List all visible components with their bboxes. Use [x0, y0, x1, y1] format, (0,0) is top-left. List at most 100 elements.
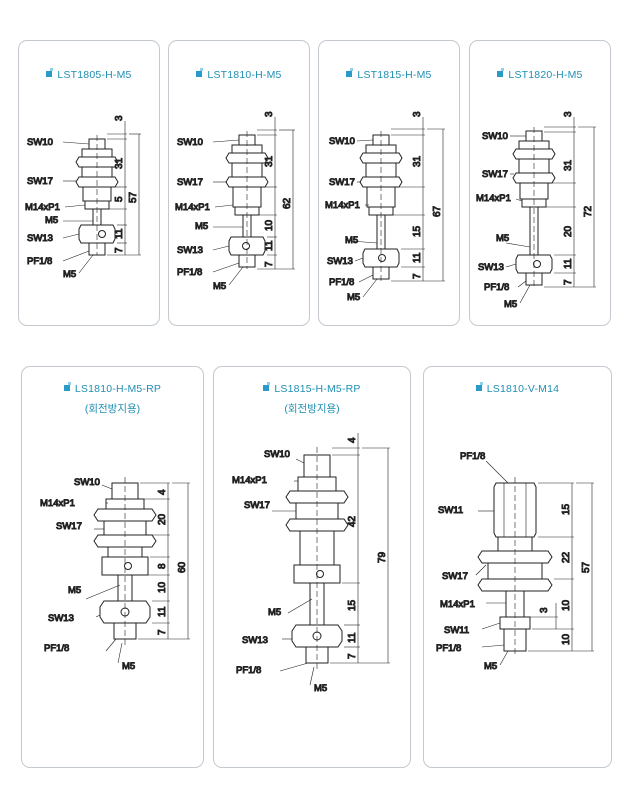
label-sw10: SW10	[264, 449, 290, 460]
dim-d2: 22	[561, 551, 572, 563]
dim-d2: 20	[157, 513, 168, 525]
dim-d2: 31	[264, 155, 275, 167]
label-pf: PF1/8	[329, 277, 354, 288]
product-card-lst1820: LST1820-H-M5 3 31 20 11 7 72	[469, 40, 611, 326]
label-sw10: SW10	[482, 131, 508, 142]
dim-d4: 11	[264, 240, 275, 251]
product-card-ls1810-rp: LS1810-H-M5-RP (회전방지용) 4 20 8 10 11 7 60	[21, 366, 204, 768]
bullet-square-icon	[475, 382, 483, 391]
label-pf: PF1/8	[44, 643, 69, 654]
dim-d5: 7	[347, 653, 358, 659]
label-pf: PF1/8	[236, 665, 261, 676]
drawing-lst1805: 3 31 5 11 7 57 SW10 SW17 M14xP1 M5 SW13 …	[25, 115, 141, 281]
label-sw17: SW17	[56, 521, 82, 532]
drawing-ls1810-v: 15 22 3 10 10 57 PF1/8 SW11 SW17 M14xP1 …	[436, 451, 594, 673]
label-sw17: SW17	[442, 571, 468, 582]
label-pf: PF1/8	[177, 267, 202, 278]
label-m5-top: M5	[68, 585, 81, 596]
label-m5-bottom: M5	[63, 269, 76, 280]
bullet-square-icon	[196, 68, 204, 77]
label-sw17: SW17	[244, 500, 270, 511]
dim-d2: 31	[412, 155, 423, 167]
label-sw17: SW17	[177, 177, 203, 188]
m5-port-hole	[98, 230, 106, 238]
dim-total: 57	[581, 561, 592, 573]
dim-d3: 15	[412, 225, 423, 237]
bullet-square-icon	[63, 382, 71, 391]
label-m14: M14xP1	[476, 193, 511, 204]
dim-d2: 42	[347, 515, 358, 527]
label-m5: M5	[484, 661, 497, 672]
product-card-lst1810: LST1810-H-M5 3 31 10 11 7 62	[168, 40, 310, 326]
dim-d4: 11	[347, 632, 358, 643]
dim-d2: 31	[563, 159, 574, 171]
label-m14: M14xP1	[325, 200, 360, 211]
card-title: LST1810-H-M5	[169, 68, 309, 81]
card-title: LS1815-H-M5-RP	[214, 382, 410, 395]
bullet-square-icon	[46, 68, 54, 77]
card-title: LS1810-V-M14	[424, 382, 611, 395]
sw11-hex-top	[493, 482, 537, 538]
label-m14: M14xP1	[440, 599, 475, 610]
label-m5-bottom: M5	[122, 661, 135, 672]
card-title: LST1820-H-M5	[470, 68, 610, 81]
drawing-lst1815: 3 31 15 11 7 67 SW10 SW17 M14xP1 M5 SW13…	[325, 111, 445, 304]
label-sw11-bottom: SW11	[444, 625, 469, 636]
dim-d1: 3	[264, 111, 275, 117]
dim-d3: 5	[114, 196, 125, 202]
bullet-square-icon	[263, 382, 271, 391]
dim-d5: 11	[157, 606, 168, 617]
dim-d2: 31	[114, 157, 125, 169]
card-subtitle: (회전방지용)	[284, 403, 340, 415]
dim-d1: 4	[157, 489, 168, 495]
label-m5-top: M5	[195, 221, 208, 232]
label-sw10: SW10	[27, 137, 53, 148]
dim-total: 72	[583, 205, 594, 217]
card-subtitle: (회전방지용)	[84, 403, 141, 415]
dim-d1: 4	[347, 437, 358, 443]
label-sw10: SW10	[329, 136, 355, 147]
dim-total: 57	[128, 191, 139, 203]
dim-d4: 10	[561, 599, 572, 611]
label-sw11-top: SW11	[438, 505, 463, 516]
dim-d4: 10	[157, 581, 168, 593]
drawing-lst1820: 3 31 20 11 7 72 SW10 SW17 M14xP1 M5 SW13…	[476, 111, 596, 311]
dim-d3: 15	[347, 599, 358, 611]
dim-d1: 15	[561, 503, 572, 515]
label-pf: PF1/8	[436, 643, 461, 654]
dim-d5: 7	[412, 273, 423, 279]
label-pf: PF1/8	[27, 256, 52, 267]
label-m5-top: M5	[345, 235, 358, 246]
dim-d5: 10	[561, 633, 572, 645]
dim-d1: 3	[412, 111, 423, 117]
dim-d1: 3	[563, 111, 574, 117]
label-pf: PF1/8	[484, 282, 509, 293]
dim-d1: 3	[114, 115, 125, 121]
product-card-ls1815-rp: LS1815-H-M5-RP (회전방지용) 4 42 15 11 7 79	[213, 366, 411, 768]
dim-total: 62	[282, 197, 293, 209]
dim-total: 79	[377, 551, 388, 563]
sw13-block	[78, 224, 116, 244]
label-sw10: SW10	[177, 137, 203, 148]
card-title: LST1815-H-M5	[319, 68, 459, 81]
label-m14: M14xP1	[175, 202, 210, 213]
product-card-ls1810-v: LS1810-V-M14 15 22 3 10 10 57	[423, 366, 612, 768]
dim-d6: 7	[157, 629, 168, 635]
card-title: LS1810-H-M5-RP	[22, 382, 203, 395]
dim-d3: 10	[264, 219, 275, 231]
dim-d5: 7	[563, 279, 574, 285]
bullet-square-icon	[346, 68, 354, 77]
dim-d3: 20	[563, 225, 574, 237]
drawing-ls1810-rp: 4 20 8 10 11 7 60 SW10 M14xP1 SW17 M5 SW…	[40, 477, 190, 673]
label-sw13: SW13	[242, 635, 268, 646]
label-m5-top: M5	[268, 607, 281, 618]
label-sw17: SW17	[329, 177, 355, 188]
label-m5-top: M5	[45, 215, 58, 226]
label-m5-bottom: M5	[347, 292, 360, 303]
sw17-nut-upper	[75, 156, 119, 168]
dim-d3: 3	[539, 607, 550, 613]
product-card-lst1815: LST1815-H-M5 3 31 15 11 7 67	[318, 40, 460, 326]
drawing-lst1810: 3 31 10 11 7 62 SW10 SW17 M14xP1 M5 SW13…	[175, 111, 295, 293]
dim-d4: 11	[563, 258, 574, 269]
label-sw13: SW13	[327, 256, 353, 267]
